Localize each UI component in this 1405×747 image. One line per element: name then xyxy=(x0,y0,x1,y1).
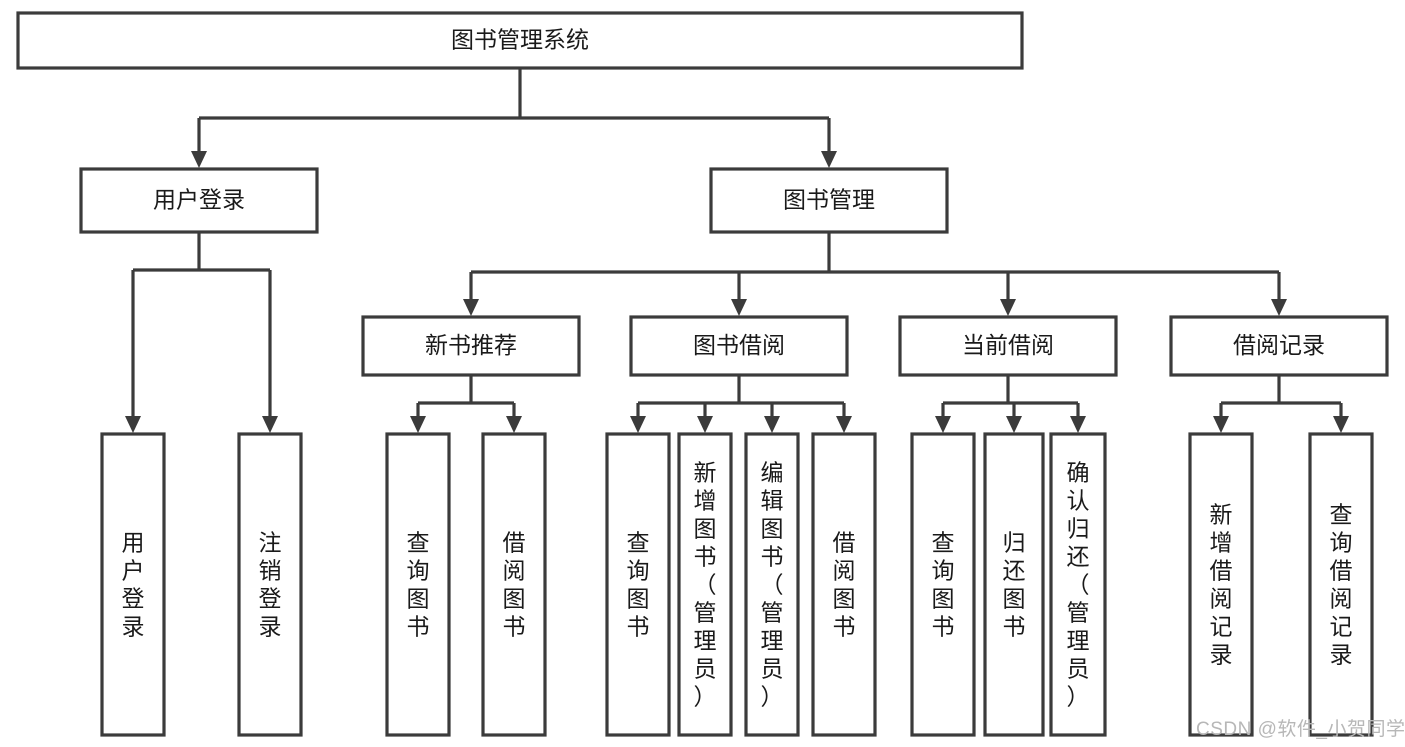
leaf-node-box[interactable] xyxy=(1308,432,1374,737)
arrow-head-icon xyxy=(836,416,852,433)
leaf-node-label: 编辑图书（管理员） xyxy=(761,460,784,710)
edge-group xyxy=(191,68,837,168)
level3-node-1[interactable]: 新书推荐 xyxy=(361,315,581,377)
connector-layer xyxy=(125,68,1349,433)
arrow-head-icon xyxy=(125,416,141,433)
level3-node-2[interactable]: 图书借阅 xyxy=(629,315,849,377)
leaf-node-box[interactable] xyxy=(1049,432,1107,737)
edge-group xyxy=(410,375,522,433)
arrow-head-icon xyxy=(506,416,522,433)
arrow-head-icon xyxy=(463,299,479,316)
level2-node-box[interactable] xyxy=(79,167,319,234)
arrow-head-icon xyxy=(821,151,837,168)
leaf-node-box[interactable] xyxy=(605,432,671,737)
leaf-node-box[interactable] xyxy=(677,432,733,737)
leaf-node-box[interactable] xyxy=(744,432,800,737)
leaf-node-label: 确认归还（管理员） xyxy=(1067,460,1090,710)
leaf-node-box[interactable] xyxy=(385,432,451,737)
leaf-node-13[interactable]: 查询借阅记录 xyxy=(1308,432,1374,737)
leaf-node-box[interactable] xyxy=(811,432,877,737)
arrow-head-icon xyxy=(191,151,207,168)
level3-node-box[interactable] xyxy=(361,315,581,377)
leaf-node-box[interactable] xyxy=(983,432,1045,737)
level3-node-label: 借阅记录 xyxy=(1233,332,1325,358)
leaf-node-label: 查询图书 xyxy=(932,530,955,640)
level3-node-box[interactable] xyxy=(1169,315,1389,377)
leaf-node-label: 新增图书（管理员） xyxy=(694,460,717,710)
level3-node-3[interactable]: 当前借阅 xyxy=(898,315,1118,377)
leaf-node-label: 新增借阅记录 xyxy=(1210,502,1233,668)
arrow-head-icon xyxy=(731,299,747,316)
leaf-node-label: 借阅图书 xyxy=(503,530,526,640)
arrow-head-icon xyxy=(1333,416,1349,433)
csdn-watermark: CSDN @软件_小贺同学 xyxy=(1196,719,1405,740)
leaf-node-box[interactable] xyxy=(100,432,166,737)
arrow-head-icon xyxy=(697,416,713,433)
arrow-head-icon xyxy=(630,416,646,433)
leaf-node-box[interactable] xyxy=(481,432,547,737)
leaf-node-5[interactable]: 查询图书 xyxy=(605,432,671,737)
root-node-box[interactable] xyxy=(16,11,1024,70)
root-node-label: 图书管理系统 xyxy=(451,27,589,53)
leaf-node-label: 归还图书 xyxy=(1003,530,1026,640)
level3-node-box[interactable] xyxy=(629,315,849,377)
leaf-node-label: 查询借阅记录 xyxy=(1330,502,1353,668)
arrow-head-icon xyxy=(1000,299,1016,316)
leaf-node-label: 查询图书 xyxy=(407,530,430,640)
edge-group xyxy=(630,375,852,433)
level2-node-2[interactable]: 图书管理 xyxy=(709,167,949,234)
edge-group xyxy=(1213,375,1349,433)
leaf-node-label: 注销登录 xyxy=(259,530,282,640)
leaf-node-box[interactable] xyxy=(910,432,976,737)
leaf-node-1[interactable]: 用户登录 xyxy=(100,432,166,737)
leaf-node-7[interactable]: 编辑图书（管理员） xyxy=(744,432,800,737)
edge-group xyxy=(463,232,1287,316)
leaf-node-6[interactable]: 新增图书（管理员） xyxy=(677,432,733,737)
level2-node-label: 用户登录 xyxy=(153,187,245,213)
arrow-head-icon xyxy=(410,416,426,433)
leaf-node-11[interactable]: 确认归还（管理员） xyxy=(1049,432,1107,737)
leaf-node-box[interactable] xyxy=(1188,432,1254,737)
level2-node-box[interactable] xyxy=(709,167,949,234)
leaf-node-3[interactable]: 查询图书 xyxy=(385,432,451,737)
arrow-head-icon xyxy=(1006,416,1022,433)
level3-node-label: 图书借阅 xyxy=(693,332,785,358)
leaf-node-box[interactable] xyxy=(237,432,303,737)
arrow-head-icon xyxy=(1213,416,1229,433)
arrow-head-icon xyxy=(764,416,780,433)
level3-node-box[interactable] xyxy=(898,315,1118,377)
leaf-node-9[interactable]: 查询图书 xyxy=(910,432,976,737)
edge-group xyxy=(125,232,278,433)
leaf-node-12[interactable]: 新增借阅记录 xyxy=(1188,432,1254,737)
level3-node-label: 新书推荐 xyxy=(425,332,517,358)
leaf-node-4[interactable]: 借阅图书 xyxy=(481,432,547,737)
level2-node-label: 图书管理 xyxy=(783,187,875,213)
leaf-node-label: 用户登录 xyxy=(122,530,145,640)
level2-node-1[interactable]: 用户登录 xyxy=(79,167,319,234)
leaf-node-label: 借阅图书 xyxy=(833,530,856,640)
root-node-1[interactable]: 图书管理系统 xyxy=(16,11,1024,70)
edge-group xyxy=(935,375,1086,433)
arrow-head-icon xyxy=(935,416,951,433)
level3-node-4[interactable]: 借阅记录 xyxy=(1169,315,1389,377)
leaf-node-label: 查询图书 xyxy=(627,530,650,640)
level3-node-label: 当前借阅 xyxy=(962,332,1054,358)
leaf-node-8[interactable]: 借阅图书 xyxy=(811,432,877,737)
arrow-head-icon xyxy=(1070,416,1086,433)
leaf-node-10[interactable]: 归还图书 xyxy=(983,432,1045,737)
arrow-head-icon xyxy=(262,416,278,433)
leaf-node-2[interactable]: 注销登录 xyxy=(237,432,303,737)
arrow-head-icon xyxy=(1271,299,1287,316)
node-box-layer: 图书管理系统用户登录图书管理新书推荐图书借阅当前借阅借阅记录用户登录注销登录查询… xyxy=(16,11,1389,737)
